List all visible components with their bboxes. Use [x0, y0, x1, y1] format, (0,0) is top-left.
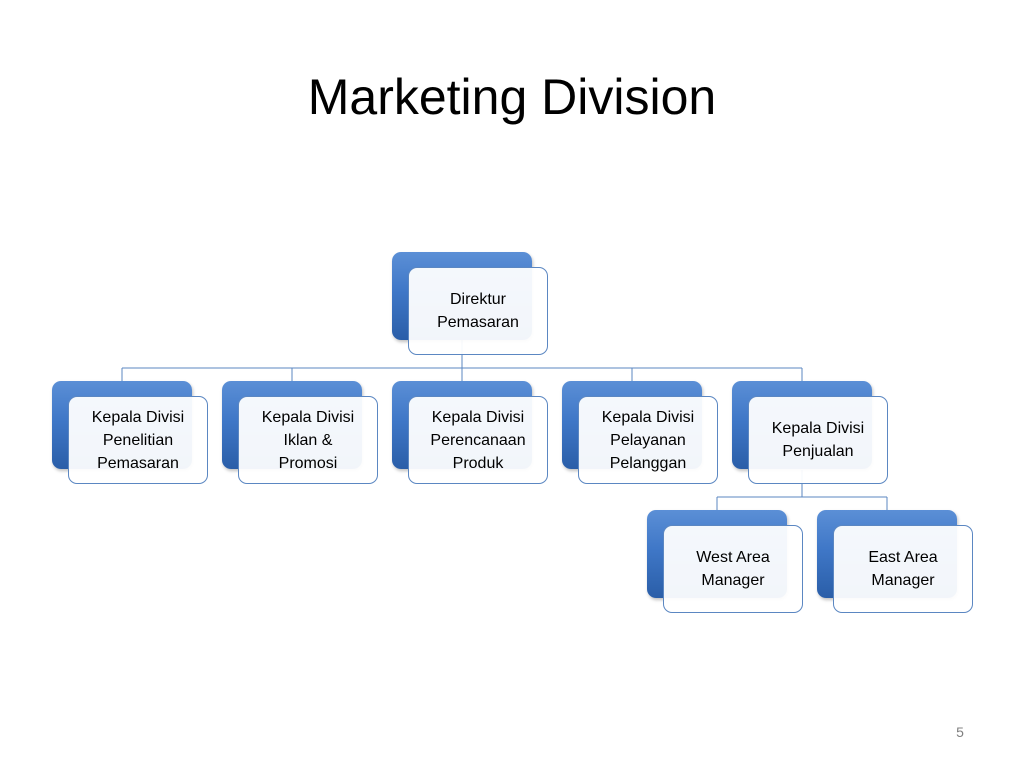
node-front: West Area Manager — [663, 525, 803, 613]
node-division-penjualan: Kepala Divisi Penjualan — [732, 381, 888, 484]
node-label: Kepala Divisi Perencanaan Produk — [430, 408, 526, 472]
slide-title: Marketing Division — [307, 69, 717, 125]
node-division-perencanaan-produk: Kepala Divisi Perencanaan Produk — [392, 381, 548, 484]
node-label: Kepala Divisi Penelitian Pemasaran — [91, 408, 185, 472]
node-front: East Area Manager — [833, 525, 973, 613]
node-front: Kepala Divisi Pelayanan Pelanggan — [578, 396, 718, 484]
node-division-pelayanan-pelanggan: Kepala Divisi Pelayanan Pelanggan — [562, 381, 718, 484]
node-division-iklan-promosi: Kepala Divisi Iklan & Promosi — [222, 381, 378, 484]
node-front: Direktur Pemasaran — [408, 267, 548, 355]
node-division-penelitian-pemasaran: Kepala Divisi Penelitian Pemasaran — [52, 381, 208, 484]
node-label: East Area Manager — [868, 549, 938, 589]
node-label: Kepala Divisi Iklan & Promosi — [261, 408, 355, 472]
node-east-area-manager: East Area Manager — [817, 510, 973, 613]
node-label: Kepala Divisi Penjualan — [771, 420, 865, 460]
node-label: Direktur Pemasaran — [437, 291, 519, 331]
node-label: West Area Manager — [696, 549, 770, 589]
node-front: Kepala Divisi Penelitian Pemasaran — [68, 396, 208, 484]
node-label: Kepala Divisi Pelayanan Pelanggan — [601, 408, 695, 472]
node-front: Kepala Divisi Iklan & Promosi — [238, 396, 378, 484]
node-front: Kepala Divisi Penjualan — [748, 396, 888, 484]
node-direktur-pemasaran: Direktur Pemasaran — [392, 252, 548, 355]
page-number: 5 — [956, 724, 964, 740]
node-west-area-manager: West Area Manager — [647, 510, 803, 613]
node-front: Kepala Divisi Perencanaan Produk — [408, 396, 548, 484]
